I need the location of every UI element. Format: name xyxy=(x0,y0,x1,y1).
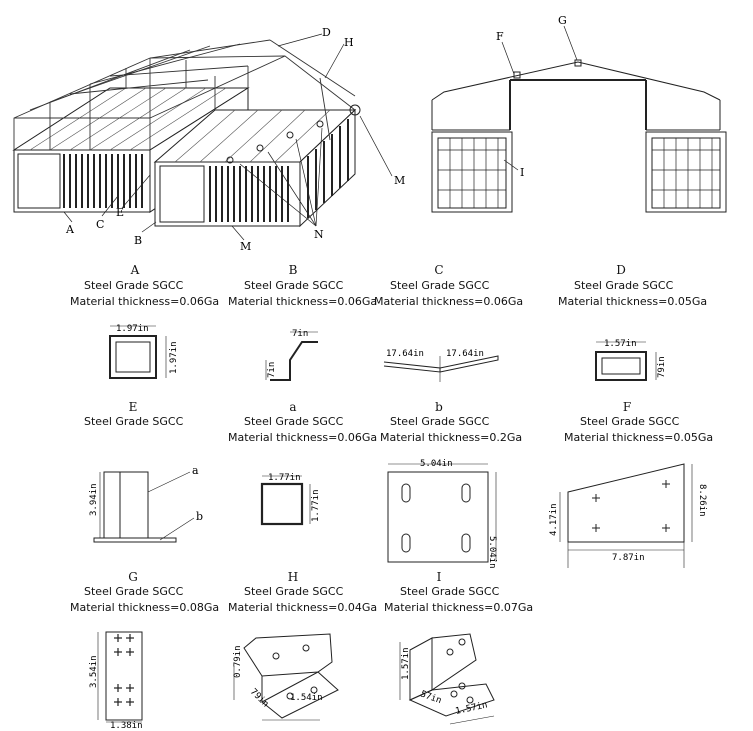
part-f-thickness: Material thickness=0.05Ga xyxy=(564,431,714,444)
callout-b: B xyxy=(134,234,142,247)
i-dim-depth: 57in xyxy=(419,689,443,706)
row2-drawings: 3.94in a b 1.77in 1.77in 5.04in 5.04in 4… xyxy=(89,459,707,569)
b-dim-height: 7in xyxy=(267,362,277,378)
a-dim-width: 1.97in xyxy=(116,324,149,334)
callout-d: D xyxy=(322,26,331,39)
part-g-letter: G xyxy=(128,570,138,584)
part-c-thickness: Material thickness=0.06Ga xyxy=(374,295,524,308)
part-sub-b-letter: b xyxy=(435,400,443,414)
part-d-grade: Steel Grade SGCC xyxy=(574,279,674,292)
h-dim-width: 1.54in xyxy=(290,693,323,703)
part-g-grade: Steel Grade SGCC xyxy=(84,585,184,598)
part-a-letter: A xyxy=(130,263,140,277)
sub-a-dim-width: 1.77in xyxy=(268,473,301,483)
part-sub-b-grade: Steel Grade SGCC xyxy=(390,415,490,428)
callout-a: A xyxy=(65,223,75,236)
callout-m-bottom: M xyxy=(240,240,251,253)
part-a-thickness: Material thickness=0.06Ga xyxy=(70,295,220,308)
e-callout-a: a xyxy=(192,464,199,477)
part-i-thickness: Material thickness=0.07Ga xyxy=(384,601,534,614)
g-dim-height: 3.54in xyxy=(89,655,99,688)
part-i-grade: Steel Grade SGCC xyxy=(400,585,500,598)
part-sub-b-thickness: Material thickness=0.2Ga xyxy=(380,431,523,444)
elevation-drawing: F G I xyxy=(431,14,727,213)
f-dim-bottom: 7.87in xyxy=(612,553,645,563)
sub-a-dim-height: 1.77in xyxy=(311,489,321,522)
part-b-thickness: Material thickness=0.06Ga xyxy=(228,295,378,308)
i-dim-height: 1.57in xyxy=(401,647,411,680)
sub-b-dim-width: 5.04in xyxy=(420,459,453,469)
part-g-thickness: Material thickness=0.08Ga xyxy=(70,601,220,614)
part-f-grade: Steel Grade SGCC xyxy=(580,415,680,428)
part-sub-a-letter: a xyxy=(289,400,297,414)
callout-g: G xyxy=(558,14,567,27)
callout-f: F xyxy=(496,30,504,43)
part-h-grade: Steel Grade SGCC xyxy=(244,585,344,598)
callout-c: C xyxy=(96,218,104,231)
part-e-letter: E xyxy=(128,400,138,414)
callout-m-right: M xyxy=(394,174,405,187)
part-b-letter: B xyxy=(288,263,298,277)
part-c-letter: C xyxy=(434,263,444,277)
part-d-thickness: Material thickness=0.05Ga xyxy=(558,295,708,308)
part-sub-a-grade: Steel Grade SGCC xyxy=(244,415,344,428)
part-d-letter: D xyxy=(616,263,626,277)
h-dim-height: 0.79in xyxy=(233,645,243,678)
i-dim-width: 1.57in xyxy=(455,700,489,717)
d-dim-width: 1.57in xyxy=(604,339,637,349)
row3-drawings: 3.54in 1.38in 0.79in 79in 1.54in 1.57in … xyxy=(89,631,495,731)
part-b-grade: Steel Grade SGCC xyxy=(244,279,344,292)
c-dim-left: 17.64in xyxy=(386,349,424,359)
g-dim-width: 1.38in xyxy=(110,721,143,731)
part-a-grade: Steel Grade SGCC xyxy=(84,279,184,292)
f-dim-left: 4.17in xyxy=(549,503,559,536)
sub-b-dim-height: 5.04in xyxy=(487,536,497,569)
c-dim-right: 17.64in xyxy=(446,349,484,359)
callout-n: N xyxy=(314,228,324,241)
d-dim-height: 79in xyxy=(657,356,667,378)
e-callout-b: b xyxy=(196,510,203,523)
callout-e: E xyxy=(116,206,124,219)
a-dim-height: 1.97in xyxy=(169,341,179,374)
f-dim-right: 8.26in xyxy=(697,484,707,517)
callout-h: H xyxy=(344,36,354,49)
part-i-letter: I xyxy=(436,570,442,584)
e-dim-height: 3.94in xyxy=(89,483,99,516)
b-dim-top: 7in xyxy=(292,329,308,339)
part-e-grade: Steel Grade SGCC xyxy=(84,415,184,428)
callout-i: I xyxy=(520,166,524,179)
part-sub-a-thickness: Material thickness=0.06Ga xyxy=(228,431,378,444)
part-h-letter: H xyxy=(287,570,299,584)
part-f-letter: F xyxy=(622,400,632,414)
overview-drawing: A C E B D H M M N xyxy=(12,26,405,253)
row1-drawings: 1.97in 1.97in 7in 7in 17.64in 17.64in 1.… xyxy=(109,324,667,382)
part-c-grade: Steel Grade SGCC xyxy=(390,279,490,292)
part-h-thickness: Material thickness=0.04Ga xyxy=(228,601,378,614)
